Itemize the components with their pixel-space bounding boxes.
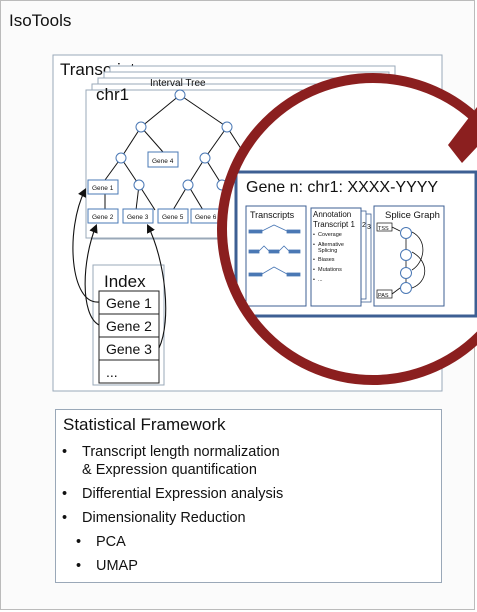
transcript-models (248, 224, 301, 277)
gene-panel-title: Gene n: chr1: XXXX-YYYY (246, 179, 438, 196)
gene-3-label: Gene 3 (127, 214, 149, 221)
stat-item: Dimensionality Reduction (62, 509, 283, 527)
tree-node (182, 179, 194, 191)
tree-gene-boxes: Gene 4 Gene 1 Gene 2 Gene 3 Gene 5 Gene … (87, 151, 222, 224)
splice-graph-title: Splice Graph (385, 210, 440, 221)
tree-node (135, 121, 147, 133)
annotation-box (310, 207, 362, 307)
index-item-3: Gene 3 (106, 341, 152, 357)
splice-node (400, 267, 412, 279)
index-title: Index (104, 272, 146, 291)
annotation-item: Alternative (318, 242, 344, 248)
gene-1-box (87, 179, 119, 195)
isotools-title: IsoTools (9, 11, 72, 30)
svg-text:•: • (313, 232, 315, 238)
gene-4-box (147, 151, 179, 168)
index-item-2: Gene 2 (106, 318, 152, 334)
stat-item: Transcript length normalization & Expres… (62, 443, 283, 479)
splice-node (400, 227, 412, 239)
zoom-content: Gene n: chr1: XXXX-YYYY Transcripts 2 3 … (234, 170, 477, 318)
gene-5-box (157, 208, 189, 224)
stat-item-line: PCA (96, 534, 126, 550)
chromosome-label: chr1 (96, 85, 129, 104)
gene-4-label: Gene 4 (152, 158, 174, 165)
splice-node (400, 282, 412, 294)
annotation-item: Mutations (318, 267, 342, 273)
annotation-item: Biases (318, 257, 335, 263)
annotation-item: Splicing (318, 248, 337, 254)
gene-6-label: Gene 6 (195, 214, 217, 221)
tree-node (199, 152, 211, 164)
annotation-title: Annotation (313, 210, 351, 219)
svg-text:•: • (313, 267, 315, 273)
transcripts-title: Transcripts (250, 210, 295, 220)
interval-tree-label: Interval Tree (150, 78, 206, 89)
statistical-framework-list: Transcript length normalization & Expres… (62, 443, 283, 581)
stat-subitem-umap: UMAP (76, 557, 283, 575)
tree-node (115, 152, 127, 164)
svg-text:•: • (313, 257, 315, 263)
tss-label: TSS (378, 226, 389, 232)
gene-1-label: Gene 1 (92, 185, 114, 192)
stat-item-line: Transcript length normalization (82, 444, 280, 460)
gene-2-label: Gene 2 (92, 214, 114, 221)
transcripts-box (245, 205, 307, 307)
tree-node (221, 121, 233, 133)
stat-item: Differential Expression analysis (62, 485, 283, 503)
stack-number-2: 2 (362, 222, 366, 229)
stat-item-line: & Expression quantification (82, 462, 257, 478)
magnifier-handle (448, 107, 477, 163)
index-item-1: Gene 1 (106, 295, 152, 311)
annotation-item: ... (318, 277, 323, 283)
gene-3-box (122, 208, 154, 224)
splice-graph-edges (391, 226, 426, 295)
stack-number-3: 3 (367, 224, 371, 231)
magnifier-ring (217, 73, 477, 385)
annotation-items: • Coverage • Alternative Splicing • Bias… (313, 232, 344, 283)
arrow-gene-1 (72, 188, 100, 303)
stat-item-line: Differential Expression analysis (82, 486, 284, 502)
stat-subitem-pca: PCA (76, 533, 283, 551)
svg-text:•: • (313, 277, 315, 283)
splice-node (400, 249, 412, 261)
gene-2-box (87, 208, 119, 224)
tree-node (174, 89, 186, 101)
index-arrows (72, 188, 167, 349)
statistical-framework-box: Statistical Framework Transcript length … (55, 409, 442, 583)
gene-5-label: Gene 5 (162, 214, 184, 221)
stat-item-line: Dimensionality Reduction (82, 510, 246, 526)
stat-item-line: UMAP (96, 558, 138, 574)
tree-node (133, 179, 145, 191)
arrow-gene-3 (147, 224, 167, 349)
svg-text:•: • (313, 242, 315, 248)
index-item-box (98, 359, 160, 384)
pas-label: PAS (378, 293, 389, 299)
annotation-subtitle: Transcript 1 (313, 220, 355, 229)
arrow-gene-2 (84, 223, 100, 326)
index-list: Gene 1 Gene 2 Gene 3 ... (98, 290, 160, 384)
statistical-framework-title: Statistical Framework (63, 415, 226, 434)
index-item-more: ... (106, 364, 118, 380)
annotation-item: Coverage (318, 232, 342, 238)
splice-graph-nodes (400, 227, 412, 294)
